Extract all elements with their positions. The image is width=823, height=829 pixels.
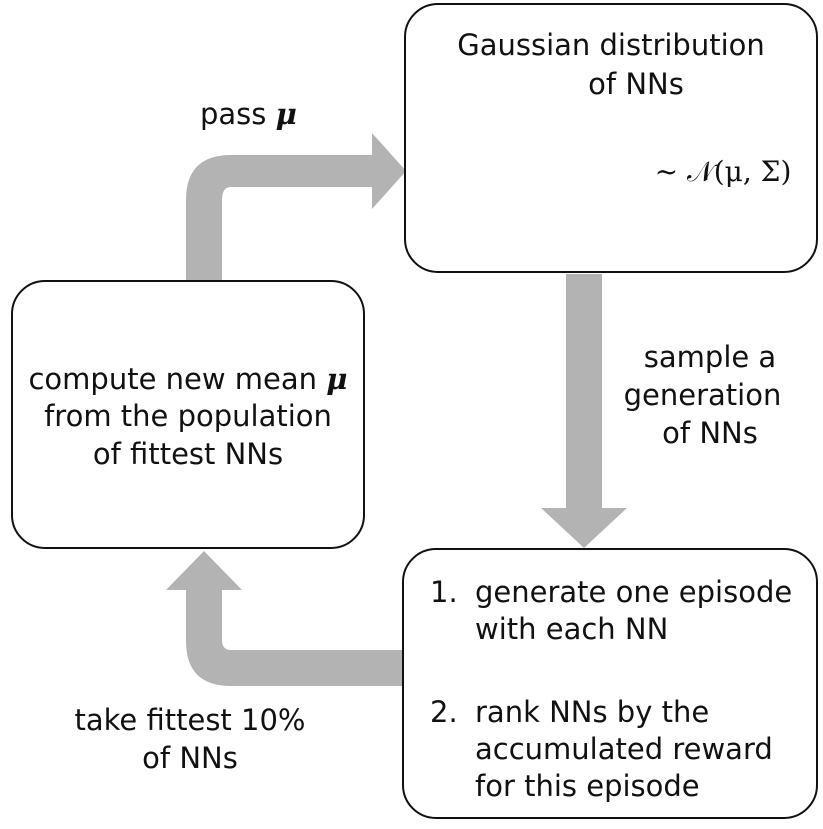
step-2-line1: rank NNs by the: [475, 695, 710, 729]
sample-label-line3: of NNs: [662, 416, 758, 450]
arrow-take-fittest: [166, 551, 405, 686]
step-2-number: 2.: [430, 695, 458, 729]
step-2-line3: for this episode: [475, 769, 700, 803]
step-2-line2: accumulated reward: [475, 732, 773, 766]
step-2: 2. rank NNs by the accumulated reward fo…: [430, 694, 810, 809]
arrow-sample-generation: [541, 274, 627, 548]
step-1-number: 1.: [430, 575, 458, 609]
gaussian-title-line1: Gaussian distribution: [457, 28, 765, 62]
sample-label-line2: generation: [623, 378, 782, 412]
normal-distribution-formula: ~ 𝒩(μ, Σ): [654, 155, 792, 188]
step-1-line1: generate one episode: [475, 575, 793, 609]
arrow-pass-mu: [186, 133, 406, 282]
step-1: 1. generate one episode with each NN: [430, 574, 810, 654]
pass-mu-label: pass μ: [200, 96, 297, 133]
sample-label-line1: sample a: [643, 340, 777, 374]
gaussian-title-line2: of NNs: [588, 67, 684, 101]
compute-mean-line1: compute new mean μ: [13, 361, 363, 398]
compute-mean-line3: of fittest NNs: [92, 437, 284, 471]
compute-mean-text: compute new mean: [28, 362, 318, 396]
pass-text: pass: [200, 97, 267, 131]
fittest-label-line2: of NNs: [142, 741, 238, 775]
evaluate-box: 1. generate one episode with each NN 2. …: [402, 548, 818, 819]
gaussian-distribution-box: Gaussian distribution of NNs ~ 𝒩(μ, Σ): [404, 3, 818, 273]
compute-mean-box: compute new mean μ from the population o…: [11, 280, 365, 549]
step-1-line2: with each NN: [475, 612, 669, 646]
fittest-label-line1: take fittest 10%: [74, 703, 306, 737]
pass-mu-symbol: μ: [275, 97, 297, 131]
compute-mean-line2: from the population: [44, 399, 332, 433]
mu-symbol: μ: [326, 362, 348, 396]
